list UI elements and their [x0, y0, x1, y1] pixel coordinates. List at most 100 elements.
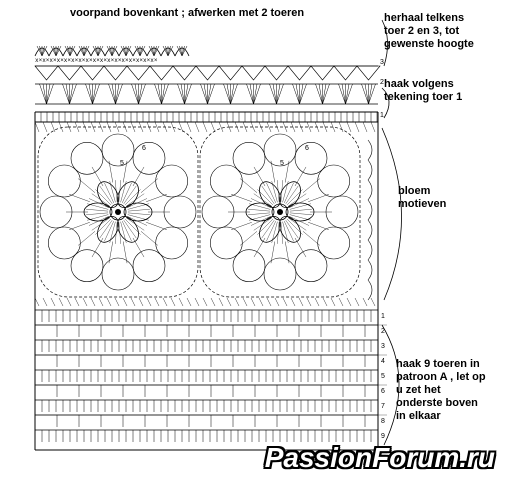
- triangle-stitch: [149, 65, 174, 81]
- shell-stitch: [154, 83, 162, 105]
- scallop-stitch: [179, 45, 183, 57]
- motif-bottom-rib: [354, 297, 360, 307]
- motif-petal: [97, 181, 119, 209]
- motif-petal-stitch: [122, 220, 132, 242]
- triangle-stitch: [57, 65, 82, 81]
- motif-petal: [97, 215, 119, 243]
- motif-bottom-rib: [42, 297, 48, 307]
- motif-petal: [259, 181, 281, 209]
- motif-scallop: [155, 226, 188, 260]
- motif-petal-stitch: [86, 209, 109, 212]
- motif-petal: [117, 181, 139, 209]
- bottom-row-number-5: 5: [381, 373, 385, 380]
- motif-petal: [117, 215, 139, 243]
- scallop-stitch: [97, 45, 101, 57]
- motif-petal-stitch: [127, 209, 150, 212]
- scallop-stitch: [139, 45, 143, 57]
- motif-bottom-rib: [290, 297, 296, 307]
- shell-stitch: [180, 83, 185, 105]
- scallop-stitch: [69, 45, 73, 57]
- motif-petal-stitch: [277, 221, 280, 244]
- half-motif-scallop: [367, 279, 373, 301]
- motif-top-rib: [146, 121, 152, 133]
- motif-petal-stitch: [289, 209, 312, 212]
- pattern-a-rows: [34, 309, 387, 442]
- motif-petal-stitch: [266, 220, 276, 242]
- motif-scallop: [263, 133, 297, 167]
- scallop-stitch: [53, 45, 57, 57]
- motif-bottom-rib: [370, 297, 376, 307]
- shell-stitch: [134, 83, 139, 105]
- motif-petal-stitch: [109, 221, 116, 243]
- scallop-stitch: [92, 45, 99, 57]
- motif-scallop: [155, 164, 188, 198]
- motif-top-rib: [370, 121, 376, 133]
- top-row-number-1: 1: [380, 112, 384, 119]
- motif-petal-stitch: [284, 182, 294, 204]
- motif-web-strand: [91, 166, 104, 187]
- motif-petal-stitch: [289, 212, 312, 215]
- motif-outline: [37, 126, 199, 298]
- motif-bottom-rib: [362, 297, 368, 307]
- top-border-rows: x×x×x×x×x×x×x×x×x×x×x×x×x×x×x×x×x×: [34, 45, 381, 123]
- motif-petal-stitch: [271, 221, 278, 243]
- motif-petal-stitch: [126, 193, 145, 207]
- annotation-pattern-a: haak 9 toeren in patroon A , let op u ze…: [396, 358, 486, 422]
- motif-petal-stitch: [118, 180, 121, 203]
- shell-stitch: [161, 83, 166, 105]
- shell-stitch: [177, 83, 185, 105]
- triangle-stitch: [264, 65, 289, 81]
- motif-web-strand: [253, 166, 266, 187]
- shell-stitch: [88, 83, 93, 105]
- motif-petal: [285, 202, 315, 222]
- motif-petal-stitch: [115, 180, 118, 203]
- shell-stitch: [341, 83, 346, 105]
- scallop-stitch: [167, 45, 174, 57]
- motif-petal: [245, 202, 275, 222]
- chart-title: voorpand bovenkant ; afwerken met 2 toer…: [70, 7, 305, 19]
- motif-petal: [259, 215, 281, 243]
- shell-stitch: [115, 83, 120, 105]
- motif-top-rib: [58, 121, 64, 133]
- motif-top-rib: [170, 121, 176, 133]
- shell-stitch: [92, 83, 97, 105]
- motif-petal-stitch: [277, 180, 280, 203]
- half-motif-scallop: [367, 179, 373, 201]
- motif-top-rib: [122, 121, 128, 133]
- scallop-stitch: [120, 45, 127, 57]
- shell-stitch: [345, 83, 353, 105]
- shell-stitch: [364, 83, 369, 105]
- motif-petal-stitch: [95, 189, 112, 206]
- shell-stitch: [92, 83, 100, 105]
- bottom-row-number-6: 6: [381, 388, 385, 395]
- annotation-pointers: [381, 19, 402, 446]
- triangle-stitch: [126, 65, 151, 81]
- shell-stitch: [230, 83, 238, 105]
- scallop-stitch: [111, 45, 115, 57]
- half-motif-scallop: [367, 219, 373, 241]
- motif-petal-stitch: [126, 217, 145, 231]
- motif-top-rib: [218, 121, 224, 133]
- motif-petal-stitch: [288, 193, 307, 207]
- motif-petal-stitch: [99, 185, 113, 204]
- shell-stitch: [299, 83, 307, 105]
- motif-scallop: [317, 226, 350, 260]
- motif-top-rib: [346, 121, 352, 133]
- motif-petal-stitch: [91, 193, 110, 207]
- motif-web-strand: [78, 178, 96, 193]
- motif-petal: [279, 215, 301, 243]
- shell-stitch: [368, 83, 376, 105]
- shell-stitch: [269, 83, 277, 105]
- triangle-stitch: [310, 65, 335, 81]
- motif-top-rib: [258, 121, 264, 133]
- motif-center: [271, 203, 289, 221]
- scallop-stitch: [111, 45, 118, 57]
- motif-petal-stitch: [261, 220, 275, 239]
- motif-scallop: [101, 257, 135, 291]
- motif-petal-stitch: [115, 221, 118, 244]
- motif-bottom-rib: [322, 297, 328, 307]
- motif-petal-stitch: [288, 217, 307, 231]
- motif-top-rib: [42, 121, 48, 133]
- triangle-stitch: [195, 65, 220, 81]
- triangle-stitch: [103, 65, 128, 81]
